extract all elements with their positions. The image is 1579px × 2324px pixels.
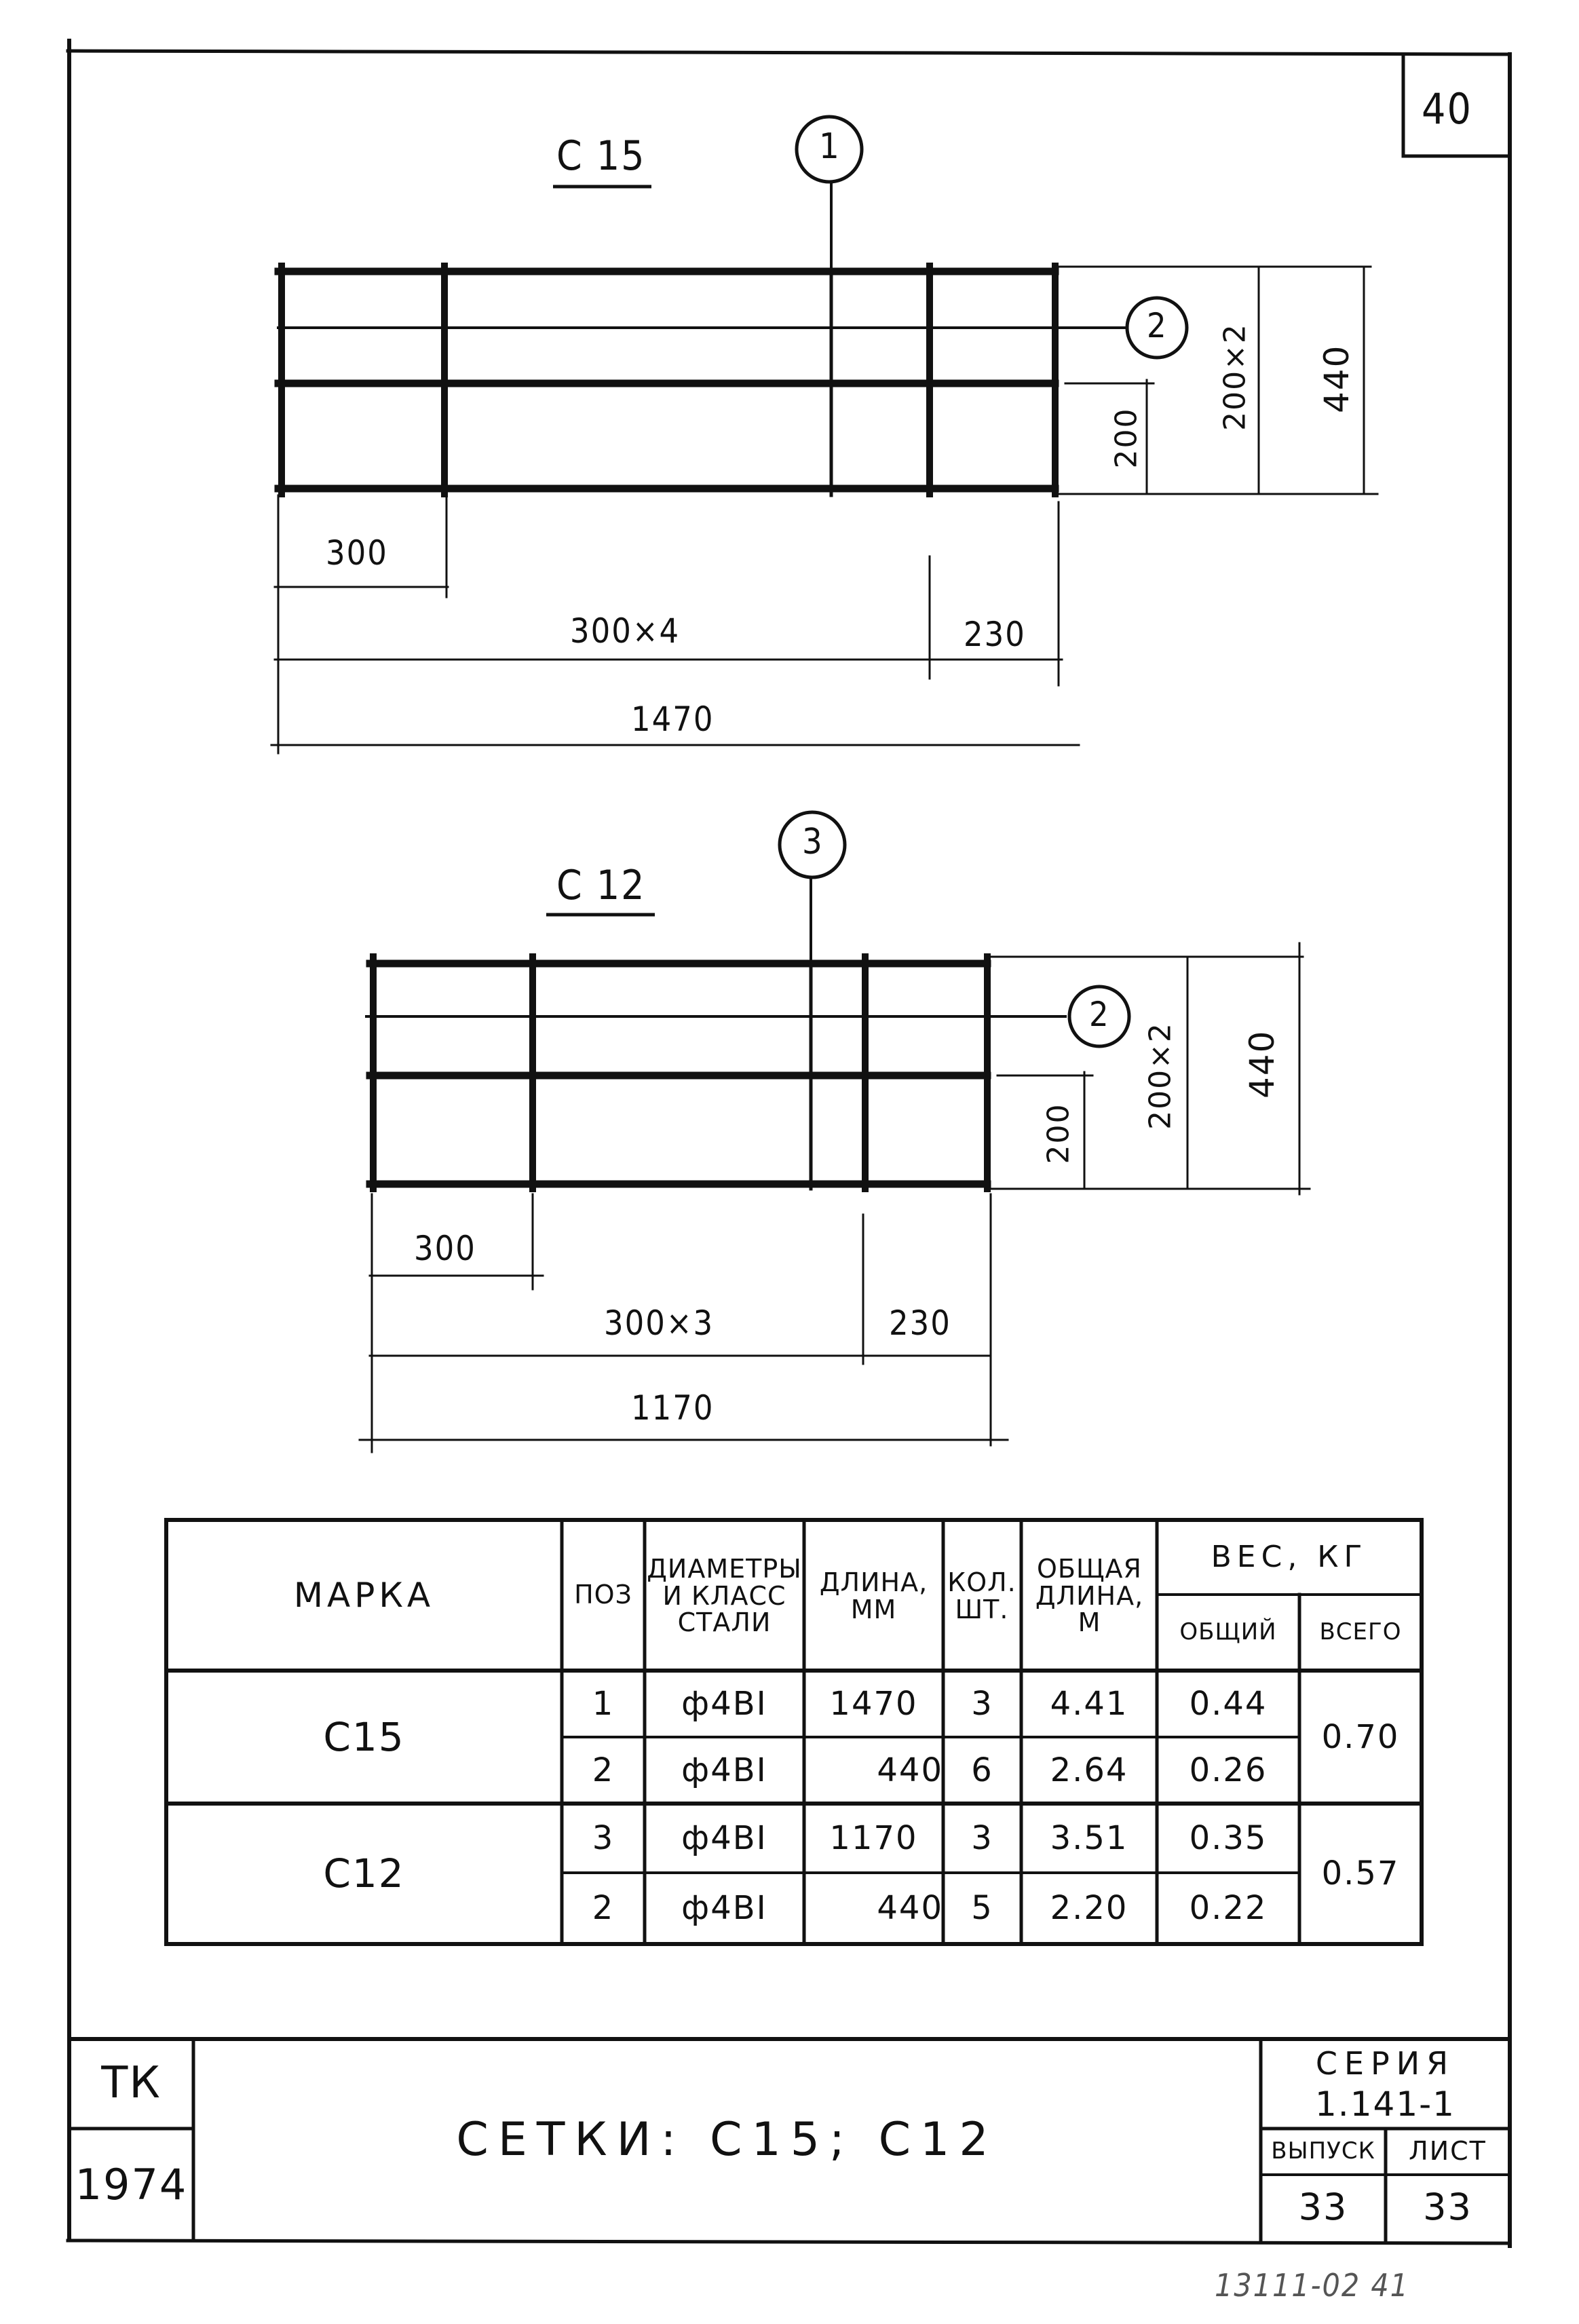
- cell-pos: 3: [592, 1818, 615, 1857]
- dim-v-spacing-c12: 200: [1041, 1103, 1076, 1164]
- dim-total-c15: 1470: [631, 700, 715, 739]
- drawing-title-c12: С 12: [556, 862, 646, 909]
- header-weight-each: ОБЩИЙ: [1179, 1618, 1277, 1646]
- cell-total-length: 3.51: [1050, 1818, 1128, 1857]
- footer-stamp: 13111-02 41: [1215, 2267, 1409, 2304]
- dim-first-bay-c15: 300: [326, 533, 388, 573]
- cell-length: 1470: [829, 1684, 918, 1723]
- header-weight-total: ВСЕГО: [1319, 1618, 1402, 1646]
- header-length: ДЛИНА, ММ: [819, 1567, 928, 1624]
- dim-v-spacing-c15: 200: [1109, 407, 1144, 469]
- dim-v-total-spacing-c12: 200×2: [1143, 1022, 1178, 1130]
- position-callout-2-c12: 2: [1089, 995, 1110, 1034]
- dim-bays-c15: 300×4: [570, 611, 681, 651]
- position-callout-1: 1: [819, 126, 841, 167]
- header-mark: МАРКА: [293, 1575, 435, 1615]
- cell-qty: 3: [971, 1818, 993, 1857]
- group-total-c15: 0.70: [1321, 1717, 1400, 1756]
- year: 1974: [75, 2159, 188, 2209]
- cell-length: 1170: [829, 1818, 918, 1857]
- issue-value: 33: [1298, 2186, 1348, 2229]
- cell-weight: 0.44: [1189, 1684, 1268, 1723]
- cell-diameter: ф4ВI: [681, 1818, 767, 1857]
- dim-width-c12: 440: [1242, 1029, 1282, 1099]
- position-callout-2-c15: 2: [1147, 306, 1168, 345]
- group-mark-c15: С15: [323, 1713, 405, 1760]
- cell-diameter: ф4ВI: [681, 1751, 767, 1789]
- cell-total-length: 4.41: [1050, 1684, 1128, 1723]
- dim-last-bay-c12: 230: [889, 1303, 951, 1343]
- cell-qty: 6: [971, 1751, 993, 1789]
- dim-width-c15: 440: [1317, 344, 1356, 413]
- dim-total-c12: 1170: [631, 1388, 715, 1428]
- cell-pos: 2: [592, 1889, 615, 1928]
- header-diameter: ДИАМЕТРЫ И КЛАСС СТАЛИ: [647, 1553, 802, 1638]
- cell-pos: 1: [592, 1684, 615, 1723]
- dim-first-bay-c12: 300: [414, 1229, 476, 1268]
- group-mark-c12: С12: [323, 1850, 405, 1897]
- cell-diameter: ф4ВI: [681, 1684, 767, 1723]
- cell-diameter: ф4ВI: [681, 1889, 767, 1928]
- issue-label: ВЫПУСК: [1271, 2137, 1375, 2165]
- sheet-value: 33: [1423, 2186, 1472, 2229]
- cell-length: 440: [877, 1889, 943, 1928]
- dim-v-total-spacing-c15: 200×2: [1217, 323, 1253, 431]
- group-total-c12: 0.57: [1321, 1854, 1400, 1893]
- cell-weight: 0.26: [1189, 1751, 1268, 1789]
- series-label: СЕРИЯ: [1315, 2044, 1456, 2082]
- sheet-label: ЛИСТ: [1409, 2136, 1487, 2167]
- dim-last-bay-c15: 230: [964, 615, 1026, 654]
- header-total-length: ОБЩАЯ ДЛИНА, М: [1035, 1553, 1144, 1638]
- header-pos: ПОЗ: [574, 1580, 632, 1610]
- sheet-title: СЕТКИ: С15; С12: [456, 2112, 998, 2167]
- header-qty: КОЛ. ШТ.: [947, 1567, 1016, 1624]
- drawing-title-c15: С 15: [556, 132, 646, 180]
- org-code: ТК: [101, 2058, 161, 2109]
- series-value: 1.141-1: [1315, 2084, 1456, 2124]
- dim-bays-c12: 300×3: [604, 1303, 715, 1343]
- position-callout-3: 3: [802, 822, 824, 862]
- cell-total-length: 2.20: [1050, 1889, 1128, 1928]
- cell-total-length: 2.64: [1050, 1751, 1128, 1789]
- cell-qty: 3: [971, 1684, 993, 1723]
- cell-weight: 0.35: [1189, 1818, 1268, 1857]
- cell-length: 440: [877, 1751, 943, 1789]
- sheet-number: 40: [1422, 84, 1472, 134]
- cell-pos: 2: [592, 1751, 615, 1789]
- header-weight: ВЕС, КГ: [1211, 1539, 1368, 1574]
- cell-weight: 0.22: [1189, 1889, 1268, 1928]
- cell-qty: 5: [971, 1889, 993, 1928]
